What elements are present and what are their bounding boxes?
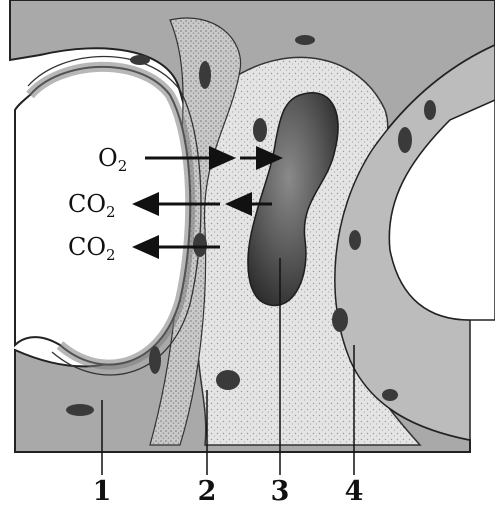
part-number-3: 3 <box>271 476 290 506</box>
part-number-2: 2 <box>198 476 217 506</box>
part-number-1: 1 <box>93 476 112 506</box>
part-number-4: 4 <box>345 476 364 506</box>
